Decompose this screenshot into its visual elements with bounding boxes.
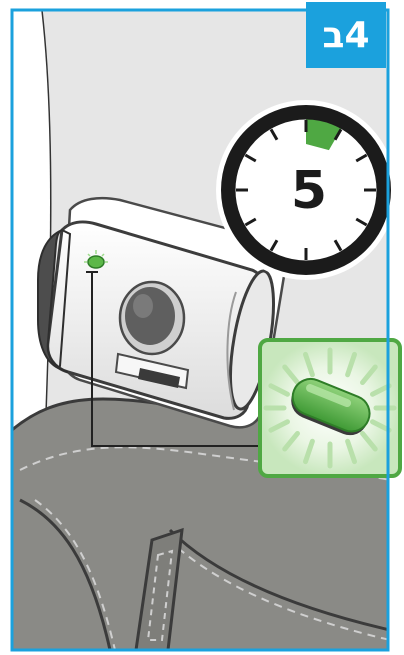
side-background [12,0,50,420]
timer-minutes: 5 [254,156,364,226]
device-status-light [88,256,104,268]
green-light-icon [260,340,400,476]
step-badge: 4ב [306,2,386,68]
device-button [125,287,175,345]
